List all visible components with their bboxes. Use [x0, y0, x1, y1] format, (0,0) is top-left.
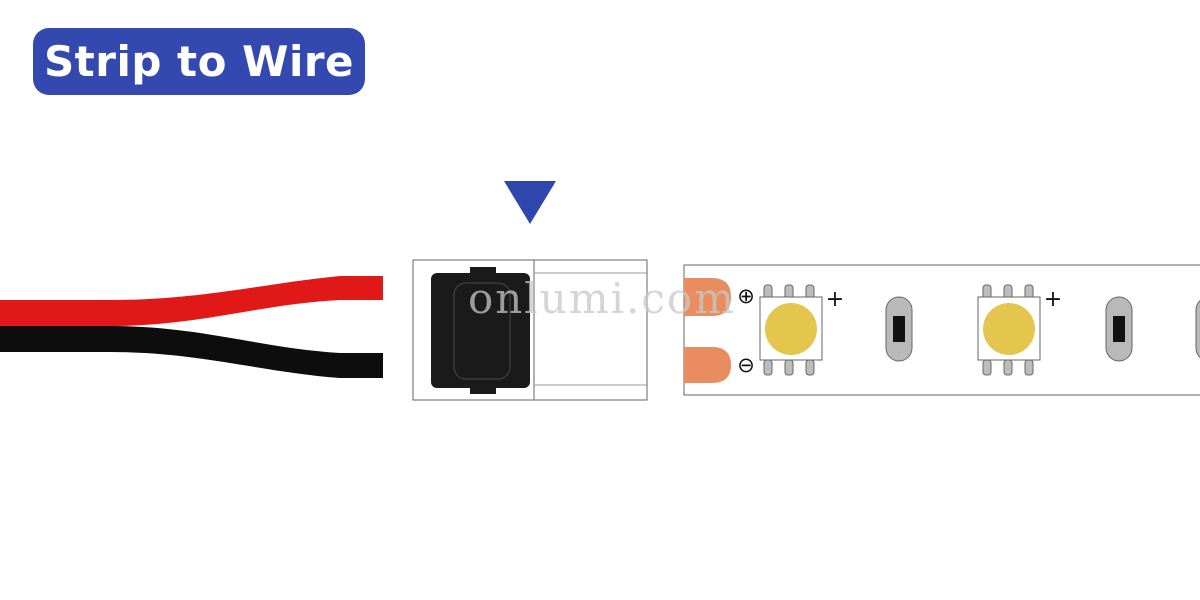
red-wire: [0, 276, 383, 326]
resistor: [885, 296, 913, 362]
black-wire: [0, 326, 383, 378]
page-title: Strip to Wire: [43, 37, 355, 86]
indicator-arrow-icon: [504, 181, 556, 224]
positive-pad-label: ⊕: [737, 284, 755, 308]
resistor: [1195, 299, 1200, 359]
positive-pad: [684, 278, 731, 316]
strip-connector: [412, 259, 648, 401]
negative-pad: [684, 347, 731, 383]
connector-clip: [431, 273, 530, 388]
led-strip: ⊕ ⊖ + +: [683, 264, 1200, 396]
negative-pad-label: ⊖: [737, 353, 755, 377]
led-polarity-label: +: [1044, 287, 1062, 312]
led-emitter: [765, 303, 817, 355]
led-chip: +: [759, 284, 844, 376]
led-chip: +: [977, 284, 1062, 376]
watermark: onlumi.com: [468, 274, 736, 323]
resistor: [1105, 296, 1133, 362]
title-badge: Strip to Wire: [33, 28, 365, 95]
led-polarity-label: +: [826, 287, 844, 312]
led-emitter: [983, 303, 1035, 355]
